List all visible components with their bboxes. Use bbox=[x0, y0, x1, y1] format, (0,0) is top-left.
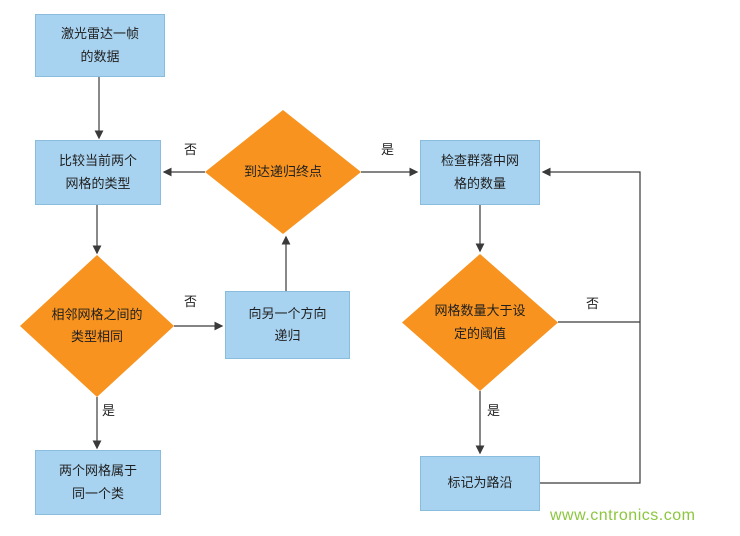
edge-loop-back-to-check-count bbox=[540, 167, 641, 484]
node-count-above-threshold-label: 网格数量大于设 定的阈值 bbox=[434, 303, 526, 341]
edge-label-threshold-no: 否 bbox=[586, 296, 600, 311]
node-recurse-other-direction-label: 向另一个方向 递归 bbox=[248, 305, 327, 343]
edge-label-threshold-yes: 是 bbox=[487, 403, 501, 418]
node-mark-as-curb-label: 标记为路沿 bbox=[447, 475, 513, 491]
node-same-class-label: 两个网格属于 同一个类 bbox=[58, 463, 137, 501]
node-check-cluster-count: 检查群落中网 格的数量 bbox=[420, 140, 540, 205]
node-check-cluster-count-label: 检查群落中网 格的数量 bbox=[440, 153, 519, 191]
node-mark-as-curb: 标记为路沿 bbox=[420, 456, 540, 511]
watermark: www.cntronics.com bbox=[550, 507, 696, 524]
node-adjacent-same-type-label: 相邻网格之间的 类型相同 bbox=[51, 306, 143, 344]
node-same-class: 两个网格属于 同一个类 bbox=[35, 450, 161, 515]
node-recursion-end-label: 到达递归终点 bbox=[243, 163, 322, 179]
node-compare-grid-types: 比较当前两个 网格的类型 bbox=[35, 140, 161, 205]
node-lidar-frame-label: 激光雷达一帧 的数据 bbox=[60, 26, 139, 64]
edge-label-adjacent-yes: 是 bbox=[102, 403, 116, 418]
node-recurse-other-direction: 向另一个方向 递归 bbox=[225, 291, 350, 359]
node-lidar-frame: 激光雷达一帧 的数据 bbox=[35, 14, 165, 77]
node-compare-grid-types-label: 比较当前两个 网格的类型 bbox=[58, 153, 137, 191]
edge-label-recursion-end-no: 否 bbox=[184, 142, 198, 157]
edge-label-recursion-end-yes: 是 bbox=[381, 142, 395, 157]
edge-label-adjacent-no: 否 bbox=[184, 294, 198, 309]
